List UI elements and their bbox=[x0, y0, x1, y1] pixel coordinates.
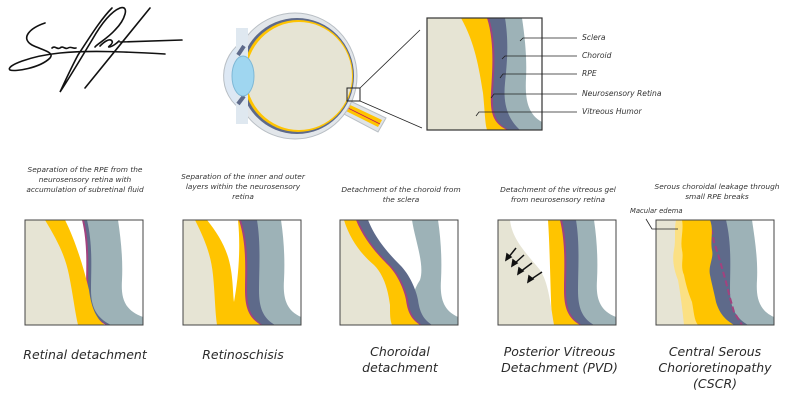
layer-label-choroid: Choroid bbox=[582, 51, 612, 60]
leader-vitreous bbox=[475, 111, 577, 117]
signature-icon bbox=[8, 6, 183, 93]
title-retinal-detachment: Retinal detachment bbox=[23, 347, 147, 362]
layer-leader-lines bbox=[475, 37, 577, 117]
panel-cscr bbox=[655, 219, 775, 326]
layer-label-rpe: RPE bbox=[582, 69, 597, 78]
title-pvd: Posterior Vitreous Detachment (PVD) bbox=[501, 344, 618, 375]
panel-pvd bbox=[497, 219, 617, 326]
title-cscr: Central Serous Chorioretinopathy (CSCR) bbox=[658, 344, 772, 391]
layer-label-neurosensory-retina: Neurosensory Retina bbox=[582, 89, 662, 98]
annotation-macular-edema: Macular edema bbox=[630, 207, 683, 215]
panel-choroidal-detachment bbox=[339, 219, 459, 326]
leader-choroid bbox=[501, 55, 577, 60]
leader-rpe bbox=[499, 73, 577, 79]
description-choroidal-detachment: Detachment of the choroid from the scler… bbox=[341, 185, 461, 204]
title-choroidal-detachment: Choroidal detachment bbox=[362, 344, 438, 375]
leader-sclera bbox=[519, 37, 577, 42]
layer-label-sclera: Sclera bbox=[582, 33, 606, 42]
description-pvd: Detachment of the vitreous gel from neur… bbox=[500, 185, 616, 204]
arrows-icon bbox=[504, 247, 543, 284]
description-retinal-detachment: Separation of the RPE from the neurosens… bbox=[26, 165, 144, 194]
title-retinoschisis: Retinoschisis bbox=[202, 347, 284, 362]
panel-retinal-detachment bbox=[24, 219, 144, 326]
description-cscr: Serous choroidal leakage through small R… bbox=[654, 182, 780, 201]
description-retinoschisis: Separation of the inner and outer layers… bbox=[181, 172, 305, 201]
leader-neurosensory bbox=[490, 93, 577, 99]
eye-cross-section-icon bbox=[223, 12, 423, 140]
macular-edema-leader-line bbox=[645, 218, 678, 230]
panel-retinoschisis bbox=[182, 219, 302, 326]
layer-label-vitreous-humor: Vitreous Humor bbox=[582, 107, 642, 116]
